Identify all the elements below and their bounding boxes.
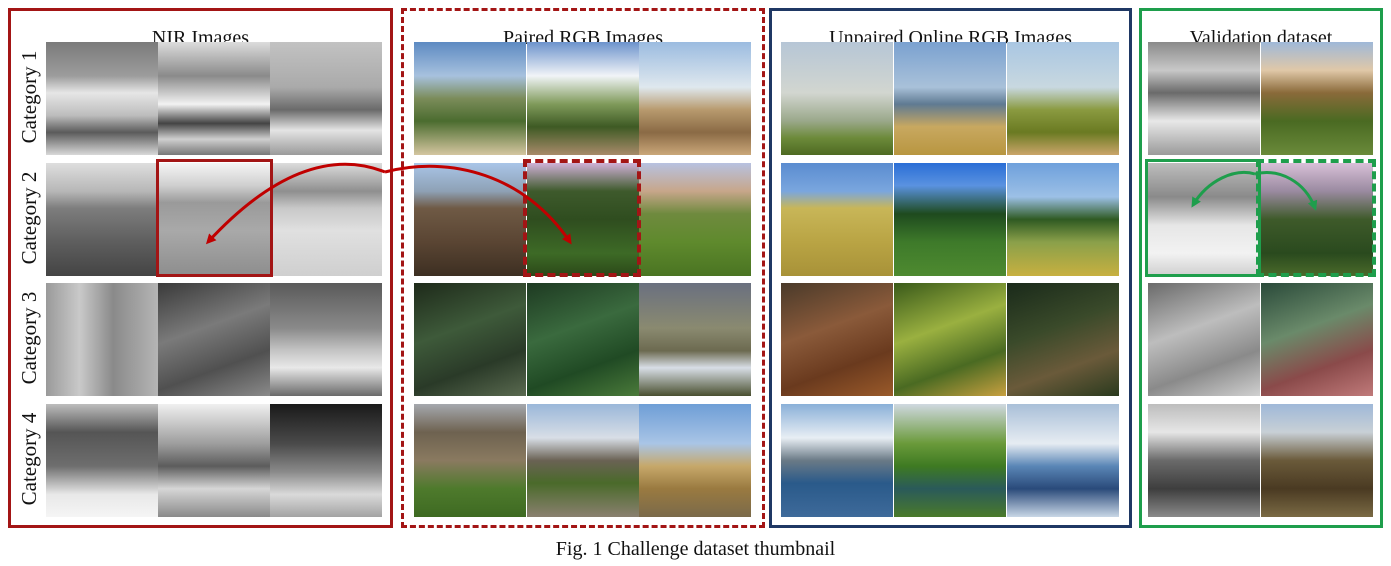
thumbnail-unpaired-row3-col3 — [1007, 283, 1119, 396]
thumbnail-paired-row2-col2 — [527, 163, 639, 276]
thumbnail-paired-row4-col3 — [639, 404, 751, 517]
thumbnail-paired-row3-col2 — [527, 283, 639, 396]
thumbnail-unpaired-row4-col1 — [781, 404, 893, 517]
thumbnail-validation-row2-col2 — [1261, 163, 1373, 276]
thumbnail-nir-row3-col1 — [46, 283, 158, 396]
thumbnail-nir-row3-col2 — [158, 283, 270, 396]
thumbnail-paired-row4-col1 — [414, 404, 526, 517]
thumbnail-nir-row4-col2 — [158, 404, 270, 517]
thumbnail-nir-row2-col1 — [46, 163, 158, 276]
thumbnail-unpaired-row1-col1 — [781, 42, 893, 155]
thumbnail-unpaired-row2-col3 — [1007, 163, 1119, 276]
thumbnail-unpaired-row3-col1 — [781, 283, 893, 396]
thumbnail-nir-row1-col2 — [158, 42, 270, 155]
thumbnail-nir-row3-col3 — [270, 283, 382, 396]
thumbnail-paired-row1-col2 — [527, 42, 639, 155]
thumbnail-validation-row3-col2 — [1261, 283, 1373, 396]
thumbnail-nir-row2-col3 — [270, 163, 382, 276]
thumbnail-validation-row2-col1 — [1148, 163, 1260, 276]
thumbnail-unpaired-row1-col3 — [1007, 42, 1119, 155]
thumbnail-paired-row2-col1 — [414, 163, 526, 276]
category-label-2: Category 2 — [17, 171, 41, 265]
thumbnail-unpaired-row4-col3 — [1007, 404, 1119, 517]
thumbnail-nir-row2-col2 — [158, 163, 270, 276]
thumbnail-paired-row1-col1 — [414, 42, 526, 155]
thumbnail-validation-row1-col2 — [1261, 42, 1373, 155]
thumbnail-validation-row4-col1 — [1148, 404, 1260, 517]
thumbnail-paired-row1-col3 — [639, 42, 751, 155]
category-label-3: Category 3 — [17, 291, 41, 385]
thumbnail-nir-row4-col1 — [46, 404, 158, 517]
thumbnail-paired-row3-col1 — [414, 283, 526, 396]
thumbnail-unpaired-row3-col2 — [894, 283, 1006, 396]
thumbnail-paired-row3-col3 — [639, 283, 751, 396]
thumbnail-unpaired-row1-col2 — [894, 42, 1006, 155]
thumbnail-nir-row4-col3 — [270, 404, 382, 517]
thumbnail-nir-row1-col1 — [46, 42, 158, 155]
thumbnail-validation-row4-col2 — [1261, 404, 1373, 517]
thumbnail-validation-row3-col1 — [1148, 283, 1260, 396]
category-label-1: Category 1 — [17, 50, 41, 144]
thumbnail-paired-row2-col3 — [639, 163, 751, 276]
thumbnail-paired-row4-col2 — [527, 404, 639, 517]
thumbnail-unpaired-row2-col1 — [781, 163, 893, 276]
thumbnail-unpaired-row2-col2 — [894, 163, 1006, 276]
thumbnail-validation-row1-col1 — [1148, 42, 1260, 155]
thumbnail-nir-row1-col3 — [270, 42, 382, 155]
figure-caption: Fig. 1 Challenge dataset thumbnail — [555, 538, 836, 560]
category-label-4: Category 4 — [17, 412, 41, 506]
thumbnail-unpaired-row4-col2 — [894, 404, 1006, 517]
